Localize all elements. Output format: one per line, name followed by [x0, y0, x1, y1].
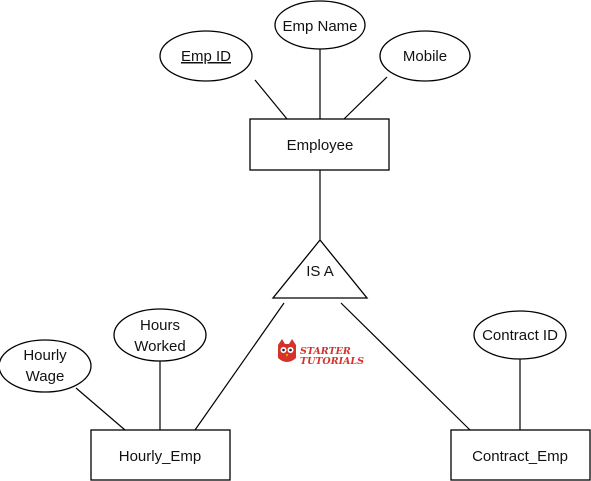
- attribute-hours-worked-label-line1: Hours: [140, 317, 180, 334]
- attribute-hourly-wage: Hourly Wage: [0, 339, 92, 393]
- attribute-hourly-wage-ellipse: [0, 339, 92, 393]
- attribute-emp-name-label: Emp Name: [282, 18, 357, 35]
- edge-mobile-employee: [343, 76, 388, 120]
- attribute-emp-id: Emp ID: [159, 30, 253, 82]
- logo-text-line2: TUTORIALS: [300, 356, 364, 367]
- owl-mascot-icon: [278, 339, 296, 362]
- starter-tutorials-logo: STARTER TUTORIALS: [278, 339, 364, 367]
- edge-isa-hourly: [194, 302, 285, 431]
- entity-contract-emp: Contract_Emp: [450, 429, 591, 481]
- isa-triangle: [271, 238, 369, 299]
- attribute-mobile-label: Mobile: [403, 48, 447, 65]
- edge-isa-contract: [340, 302, 471, 431]
- entity-hourly-emp-box: [90, 429, 231, 481]
- entity-contract-emp-label: Contract_Emp: [472, 448, 568, 465]
- relationship-lines: [75, 43, 521, 431]
- attribute-emp-name-ellipse: [274, 0, 366, 50]
- isa-label: IS A: [306, 263, 334, 280]
- attribute-contract-id-label: Contract ID: [482, 327, 558, 344]
- edge-empid-employee: [254, 79, 288, 120]
- attribute-hourly-wage-label-line1: Hourly: [23, 347, 67, 364]
- entity-contract-emp-box: [450, 429, 591, 481]
- attribute-hours-worked: Hours Worked: [113, 308, 207, 362]
- edge-hourlywage-hourly: [75, 387, 126, 431]
- entity-employee-box: [249, 118, 390, 171]
- attribute-mobile-ellipse: [379, 30, 471, 82]
- logo-text-line1: STARTER: [300, 346, 351, 357]
- attribute-contract-id: Contract ID: [473, 310, 567, 360]
- entity-employee: Employee: [249, 118, 390, 171]
- entity-employee-label: Employee: [287, 137, 354, 154]
- attribute-emp-id-label: Emp ID: [181, 48, 231, 65]
- attribute-emp-id-ellipse: [159, 30, 253, 82]
- attribute-contract-id-ellipse: [473, 310, 567, 360]
- attribute-hourly-wage-label-line2: Wage: [26, 368, 65, 385]
- entity-hourly-emp-label: Hourly_Emp: [119, 448, 202, 465]
- entity-hourly-emp: Hourly_Emp: [90, 429, 231, 481]
- attribute-mobile: Mobile: [379, 30, 471, 82]
- attribute-hours-worked-label-line2: Worked: [134, 338, 185, 355]
- attribute-hours-worked-ellipse: [113, 308, 207, 362]
- isa-relationship: IS A: [271, 238, 369, 299]
- attribute-emp-name: Emp Name: [274, 0, 366, 50]
